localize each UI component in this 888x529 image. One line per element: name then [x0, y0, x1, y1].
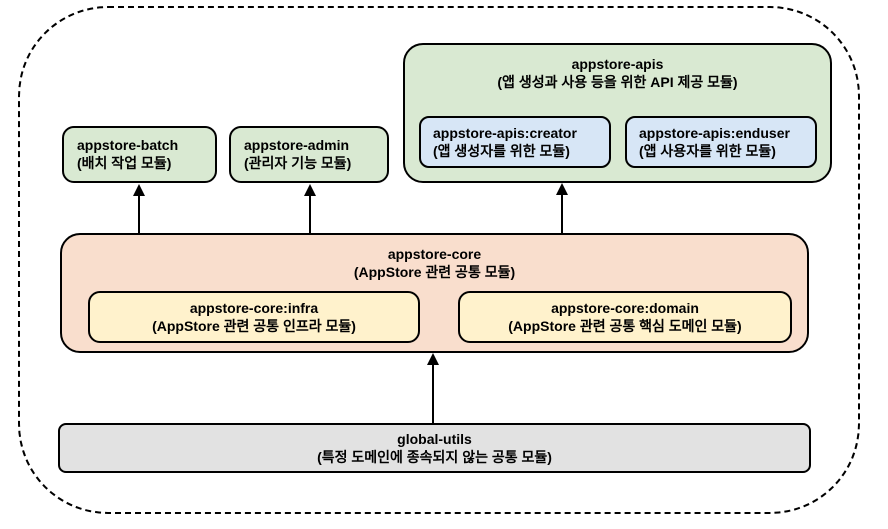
module-description: (앱 생성과 사용 등을 위한 API 제공 모듈): [497, 74, 738, 90]
module-description: (AppStore 관련 공통 인프라 모듈): [152, 318, 356, 334]
project-boundary-dashed-border: [18, 6, 860, 514]
module-description: (앱 생성자를 위한 모듈): [433, 143, 570, 159]
arrowhead-up-icon: [556, 183, 568, 195]
arrow-shaft: [138, 196, 140, 233]
module-appstore-apis-enduser: appstore-apis:enduser (앱 사용자를 위한 모듈): [625, 116, 817, 168]
module-description: (앱 사용자를 위한 모듈): [639, 143, 776, 159]
module-appstore-admin: appstore-admin (관리자 기능 모듈): [229, 126, 389, 183]
module-appstore-apis-creator: appstore-apis:creator (앱 생성자를 위한 모듈): [419, 116, 611, 168]
module-name: appstore-batch: [77, 137, 179, 153]
module-description: (AppStore 관련 공통 모듈): [353, 264, 516, 280]
module-name: appstore-admin: [244, 137, 350, 153]
module-appstore-batch: appstore-batch (배치 작업 모듈): [62, 126, 217, 183]
module-appstore-core-domain: appstore-core:domain (AppStore 관련 공통 핵심 …: [458, 291, 792, 343]
module-name: appstore-apis:creator: [433, 125, 577, 141]
dependency-arrow-core-to-admin: [304, 184, 316, 233]
arrowhead-up-icon: [304, 184, 316, 196]
module-description: (배치 작업 모듈): [77, 155, 172, 171]
arrow-shaft: [309, 196, 311, 233]
dependency-arrow-global-to-core: [427, 353, 439, 423]
module-name: appstore-apis: [571, 56, 664, 72]
module-description: (관리자 기능 모듈): [244, 155, 352, 171]
module-name: appstore-apis:enduser: [639, 125, 790, 141]
module-name: global-utils: [397, 431, 472, 447]
dependency-arrow-core-to-apis: [556, 183, 568, 233]
arrowhead-up-icon: [133, 184, 145, 196]
module-name: appstore-core:domain: [551, 300, 699, 316]
arrow-shaft: [432, 365, 434, 423]
dependency-arrow-core-to-batch: [133, 184, 145, 233]
module-appstore-core-infra: appstore-core:infra (AppStore 관련 공통 인프라 …: [88, 291, 420, 343]
module-description: (AppStore 관련 공통 핵심 도메인 모듈): [508, 318, 742, 334]
arrowhead-up-icon: [427, 353, 439, 365]
module-name: appstore-core: [387, 246, 482, 262]
module-name: appstore-core:infra: [189, 300, 319, 316]
module-description: (특정 도메인에 종속되지 않는 공통 모듈): [317, 449, 552, 465]
module-global-utils: global-utils (특정 도메인에 종속되지 않는 공통 모듈): [58, 423, 811, 473]
arrow-shaft: [561, 195, 563, 233]
